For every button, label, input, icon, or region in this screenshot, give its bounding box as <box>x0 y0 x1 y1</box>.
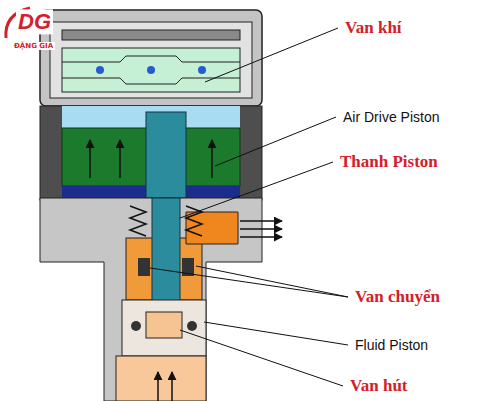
pump-body <box>40 198 262 401</box>
air-body <box>40 106 262 200</box>
spring <box>130 206 146 236</box>
part-label: Van khí <box>345 18 402 38</box>
flow-arrow <box>171 372 173 401</box>
leader-line <box>215 117 336 166</box>
part-label: Fluid Piston <box>355 337 428 353</box>
flow-arrow <box>240 228 282 230</box>
part-label: Van chuyển <box>355 287 440 307</box>
logo-subtext: ĐẶNG GIA <box>12 42 55 50</box>
leader-line <box>180 162 333 218</box>
leader-line <box>150 268 348 297</box>
flow-arrow <box>240 236 282 238</box>
valve-port <box>62 30 240 40</box>
inlet <box>116 356 206 401</box>
leader-line <box>204 322 348 345</box>
valve-bore <box>50 22 252 98</box>
valve-seal <box>147 66 155 74</box>
leader-line <box>205 28 338 82</box>
valve-spool <box>62 48 240 92</box>
outlet <box>186 212 238 244</box>
spool-line <box>62 56 240 62</box>
seal <box>187 321 197 331</box>
seal <box>131 321 141 331</box>
part-label: Air Drive Piston <box>343 109 439 125</box>
suction-valve <box>146 312 182 338</box>
flow-arrow <box>240 220 282 222</box>
flow-arrow <box>157 372 159 401</box>
leader-line <box>196 266 348 297</box>
fluid-piston <box>122 300 206 356</box>
force-arrow <box>211 140 213 178</box>
valve-seal <box>198 66 206 74</box>
part-label: Thanh Piston <box>340 152 438 172</box>
transfer-valve <box>138 258 150 276</box>
part-label: Van hút <box>350 376 408 396</box>
leader-line <box>180 330 343 386</box>
force-arrow <box>119 140 121 178</box>
logo-text: DG <box>16 9 53 34</box>
force-arrow <box>89 140 91 178</box>
piston-rod <box>152 198 180 302</box>
rod-hub <box>146 112 186 198</box>
valve-seal <box>96 66 104 74</box>
valve-cap <box>40 10 262 106</box>
